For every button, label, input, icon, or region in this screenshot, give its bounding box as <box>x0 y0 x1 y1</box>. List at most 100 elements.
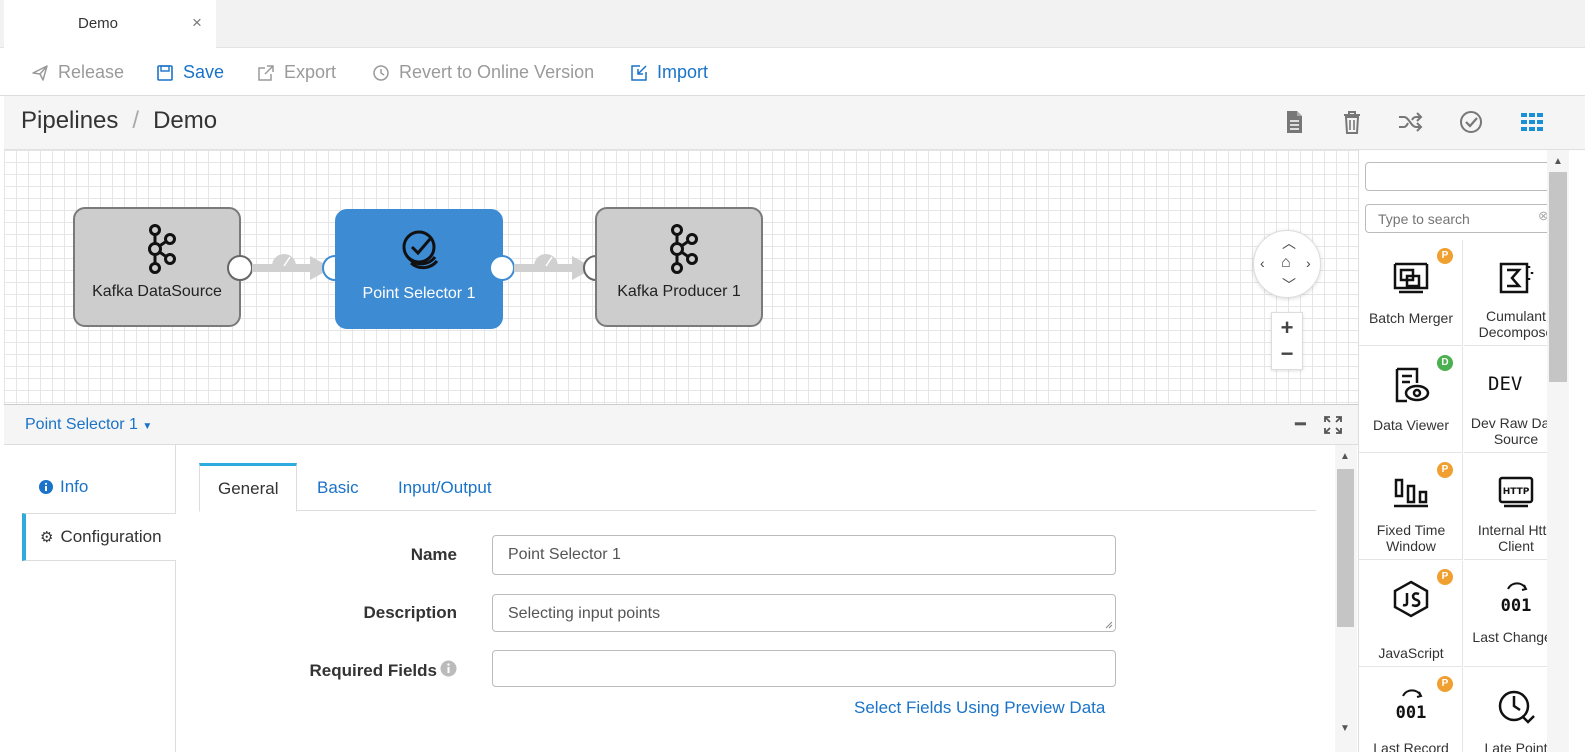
pan-up-icon[interactable]: ︿ <box>1282 235 1296 251</box>
tab-bar: Demo × <box>0 0 1585 49</box>
library-search-input[interactable] <box>1365 204 1565 233</box>
validate-check-icon[interactable] <box>1457 108 1485 136</box>
svg-text:001: 001 <box>1501 596 1532 616</box>
node-kafka-datasource[interactable]: Kafka DataSource <box>73 207 241 327</box>
edge-connector[interactable] <box>252 248 334 288</box>
side-tab-configuration[interactable]: ⚙ Configuration <box>22 513 176 561</box>
history-icon <box>373 64 389 81</box>
stage-last-record[interactable]: 001 P Last Record <box>1359 668 1463 752</box>
tab-input-output[interactable]: Input/Output <box>398 478 492 497</box>
node-kafka-producer[interactable]: Kafka Producer 1 <box>595 207 763 327</box>
output-port[interactable] <box>489 255 515 281</box>
zoom-out-icon[interactable]: − <box>1280 341 1294 366</box>
required-fields-label: Required Fields <box>309 661 437 680</box>
config-tabs: General Basic Input/Output <box>199 463 1316 512</box>
description-field[interactable]: Selecting input points <box>492 594 1116 632</box>
node-label: Kafka DataSource <box>92 283 222 300</box>
palette-scrollbar[interactable]: ▲ <box>1547 150 1569 752</box>
scroll-thumb[interactable] <box>1549 172 1567 382</box>
stage-late-point[interactable]: Late Point <box>1464 668 1568 752</box>
scroll-up-icon[interactable]: ▲ <box>1340 451 1350 462</box>
stage-name: JavaScript <box>1378 645 1444 661</box>
node-label: Point Selector 1 <box>362 285 476 302</box>
toolbar: Release Save Export Revert to Online Ver… <box>0 48 1585 96</box>
zoom-in-icon[interactable]: + <box>1280 315 1294 340</box>
release-label: Release <box>58 62 125 82</box>
batch-merger-icon <box>1393 262 1429 294</box>
scroll-thumb[interactable] <box>1337 469 1354 627</box>
svg-text:001: 001 <box>1396 703 1427 723</box>
tab-demo[interactable]: Demo × <box>4 0 216 49</box>
import-button[interactable]: Import <box>630 62 708 83</box>
gauge-icon <box>272 254 296 267</box>
stage-library-grid-icon[interactable] <box>1518 108 1546 136</box>
tab-label: Demo <box>78 15 119 32</box>
stage-name: Last Changed <box>1472 629 1560 645</box>
document-icon[interactable] <box>1280 108 1308 136</box>
stage-batch-merger[interactable]: P Batch Merger <box>1359 240 1463 346</box>
stage-cumulant-decompose[interactable]: P Cumulant Decompose <box>1464 240 1568 346</box>
cumulant-icon <box>1499 262 1534 294</box>
point-selector-icon <box>402 230 439 270</box>
revert-button[interactable]: Revert to Online Version <box>372 62 594 83</box>
node-label: Kafka Producer 1 <box>617 283 741 300</box>
stage-name: Dev Raw Data Source <box>1470 415 1562 447</box>
output-port[interactable] <box>227 255 253 281</box>
info-help-icon[interactable] <box>440 660 457 677</box>
required-fields-input[interactable] <box>492 650 1116 687</box>
content-scrollbar[interactable]: ▲ ▼ <box>1335 445 1357 752</box>
fixed-window-icon <box>1394 478 1428 508</box>
stage-dropdown[interactable]: Point Selector 1 ▼ <box>25 416 152 434</box>
tab-general[interactable]: General <box>199 463 298 512</box>
description-value: Selecting input points <box>508 605 661 622</box>
release-button[interactable]: Release <box>31 62 124 83</box>
tab-basic[interactable]: Basic <box>317 478 359 497</box>
breadcrumb-current: Demo <box>153 107 218 134</box>
stage-dropdown-label: Point Selector 1 <box>25 416 138 433</box>
stage-internal-http-client[interactable]: HTTP Internal Http Client <box>1464 454 1568 560</box>
library-select[interactable]: ▼ <box>1365 162 1565 191</box>
stage-javascript[interactable]: P JavaScript <box>1359 561 1463 667</box>
close-tab-icon[interactable]: × <box>192 13 202 32</box>
breadcrumb-pipelines[interactable]: Pipelines <box>21 107 119 134</box>
stage-fixed-time-window[interactable]: P Fixed Time Window <box>1359 454 1463 560</box>
stage-last-changed[interactable]: 001 Last Changed <box>1464 561 1568 667</box>
home-icon[interactable]: ⌂ <box>1281 254 1291 271</box>
dev-icon: DEV <box>1488 373 1523 395</box>
stage-dev-raw-data-source[interactable]: DEV Dev Raw Data Source <box>1464 347 1568 453</box>
pipeline-canvas[interactable]: Kafka DataSource Point Selector 1 Kafka … <box>4 150 1358 405</box>
scroll-up-icon[interactable]: ▲ <box>1553 156 1563 167</box>
name-label: Name <box>410 545 457 564</box>
javascript-icon <box>1393 580 1429 618</box>
select-fields-preview-link[interactable]: Select Fields Using Preview Data <box>854 698 1106 717</box>
stage-name: Data Viewer <box>1372 417 1449 433</box>
side-tab-info-label: Info <box>60 477 89 496</box>
scroll-down-icon[interactable]: ▼ <box>1340 723 1350 734</box>
page-header: Pipelines / Demo <box>4 96 1585 150</box>
resize-handle-icon[interactable] <box>1103 619 1113 629</box>
minimize-icon[interactable]: ━ <box>1295 414 1306 434</box>
maximize-icon[interactable] <box>1323 415 1343 435</box>
side-tab-info[interactable]: Info <box>22 463 176 511</box>
side-tab-configuration-label: Configuration <box>60 527 162 546</box>
http-icon: HTTP <box>1498 476 1534 508</box>
caret-down-icon: ▼ <box>142 421 153 432</box>
delete-icon[interactable] <box>1338 108 1366 136</box>
breadcrumb-separator: / <box>132 107 140 134</box>
pan-right-icon[interactable]: › <box>1306 255 1311 271</box>
node-point-selector[interactable]: Point Selector 1 <box>335 209 503 329</box>
clear-search-icon[interactable]: ⊗ <box>1538 208 1549 223</box>
pan-control: ︿ ‹ ⌂ › ﹀ <box>1253 230 1321 298</box>
shuffle-icon[interactable] <box>1396 108 1424 136</box>
configuration-content: General Basic Input/Output Name Descript… <box>176 445 1334 752</box>
pan-left-icon[interactable]: ‹ <box>1260 255 1265 271</box>
save-button[interactable]: Save <box>156 62 224 83</box>
name-field[interactable] <box>492 535 1116 575</box>
export-label: Export <box>284 62 337 82</box>
pan-down-icon[interactable]: ﹀ <box>1282 277 1296 293</box>
badge-d: D <box>1437 355 1453 371</box>
export-button[interactable]: Export <box>257 62 336 83</box>
stage-name: Cumulant Decompose <box>1478 308 1554 340</box>
stage-data-viewer[interactable]: D Data Viewer <box>1359 347 1463 453</box>
gear-icon: ⚙ <box>40 529 54 546</box>
